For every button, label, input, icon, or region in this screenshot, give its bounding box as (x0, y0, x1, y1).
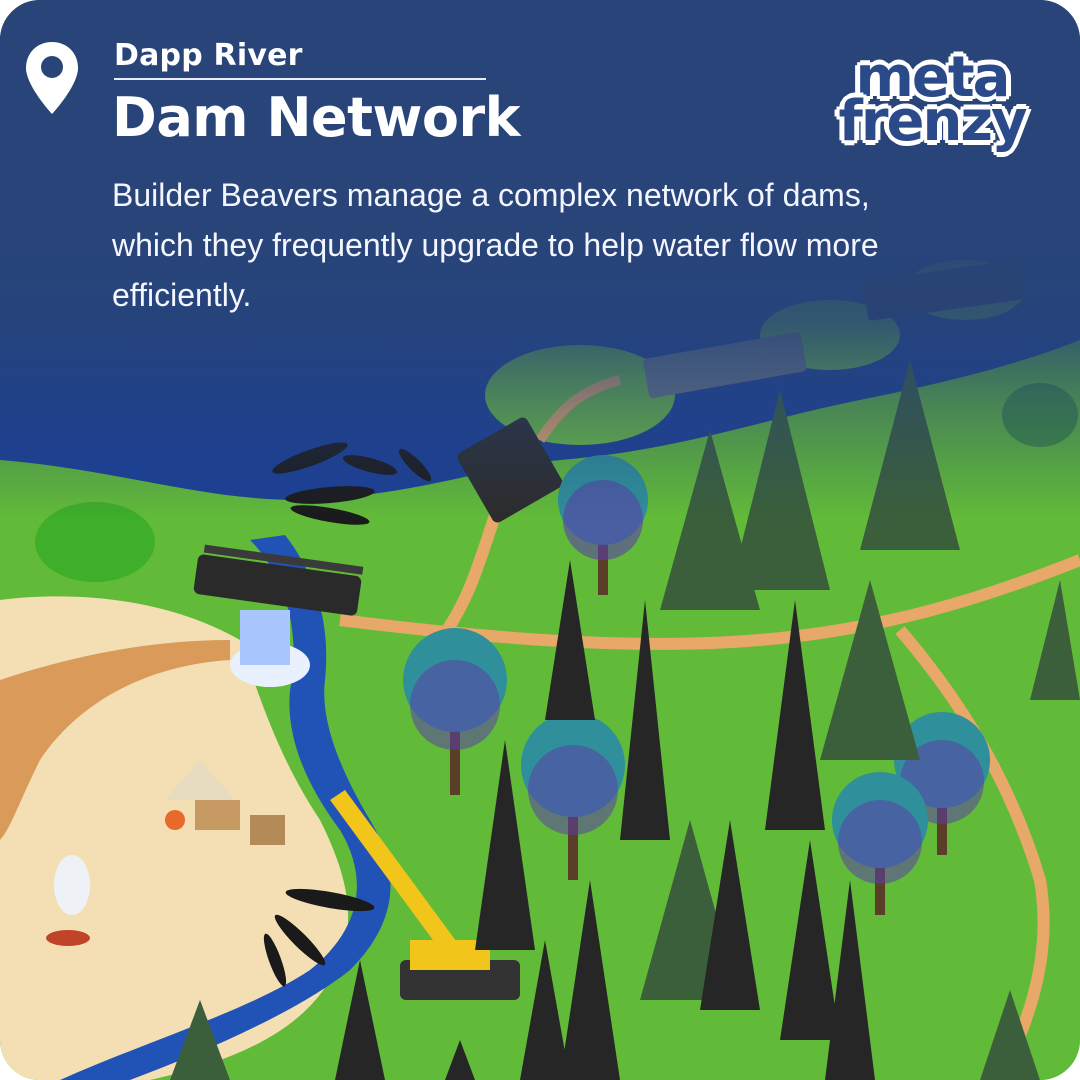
bush (35, 502, 155, 582)
description-text: Builder Beavers manage a complex network… (112, 177, 879, 313)
teal-tree (403, 628, 507, 795)
sand-beach (0, 596, 349, 1080)
map-pin-icon (26, 42, 78, 114)
bush (1002, 383, 1078, 447)
header-divider (114, 78, 486, 80)
cliff-edge (0, 640, 230, 840)
bridge (193, 544, 364, 616)
teal-tree (832, 772, 928, 915)
brand-logo: meta frenzy (832, 45, 1032, 154)
waterfall (240, 610, 290, 665)
location-label: Dapp River (114, 38, 303, 73)
geyser-steam (54, 855, 90, 915)
camp (165, 760, 285, 845)
page-title: Dam Network (112, 86, 521, 149)
logo-line-2: frenzy (838, 89, 1028, 154)
logo-line-1: meta (855, 45, 1011, 110)
burnt-tree (335, 560, 875, 1080)
teal-tree (521, 713, 625, 880)
geyser (46, 930, 90, 946)
dirt-path (895, 626, 1050, 1080)
